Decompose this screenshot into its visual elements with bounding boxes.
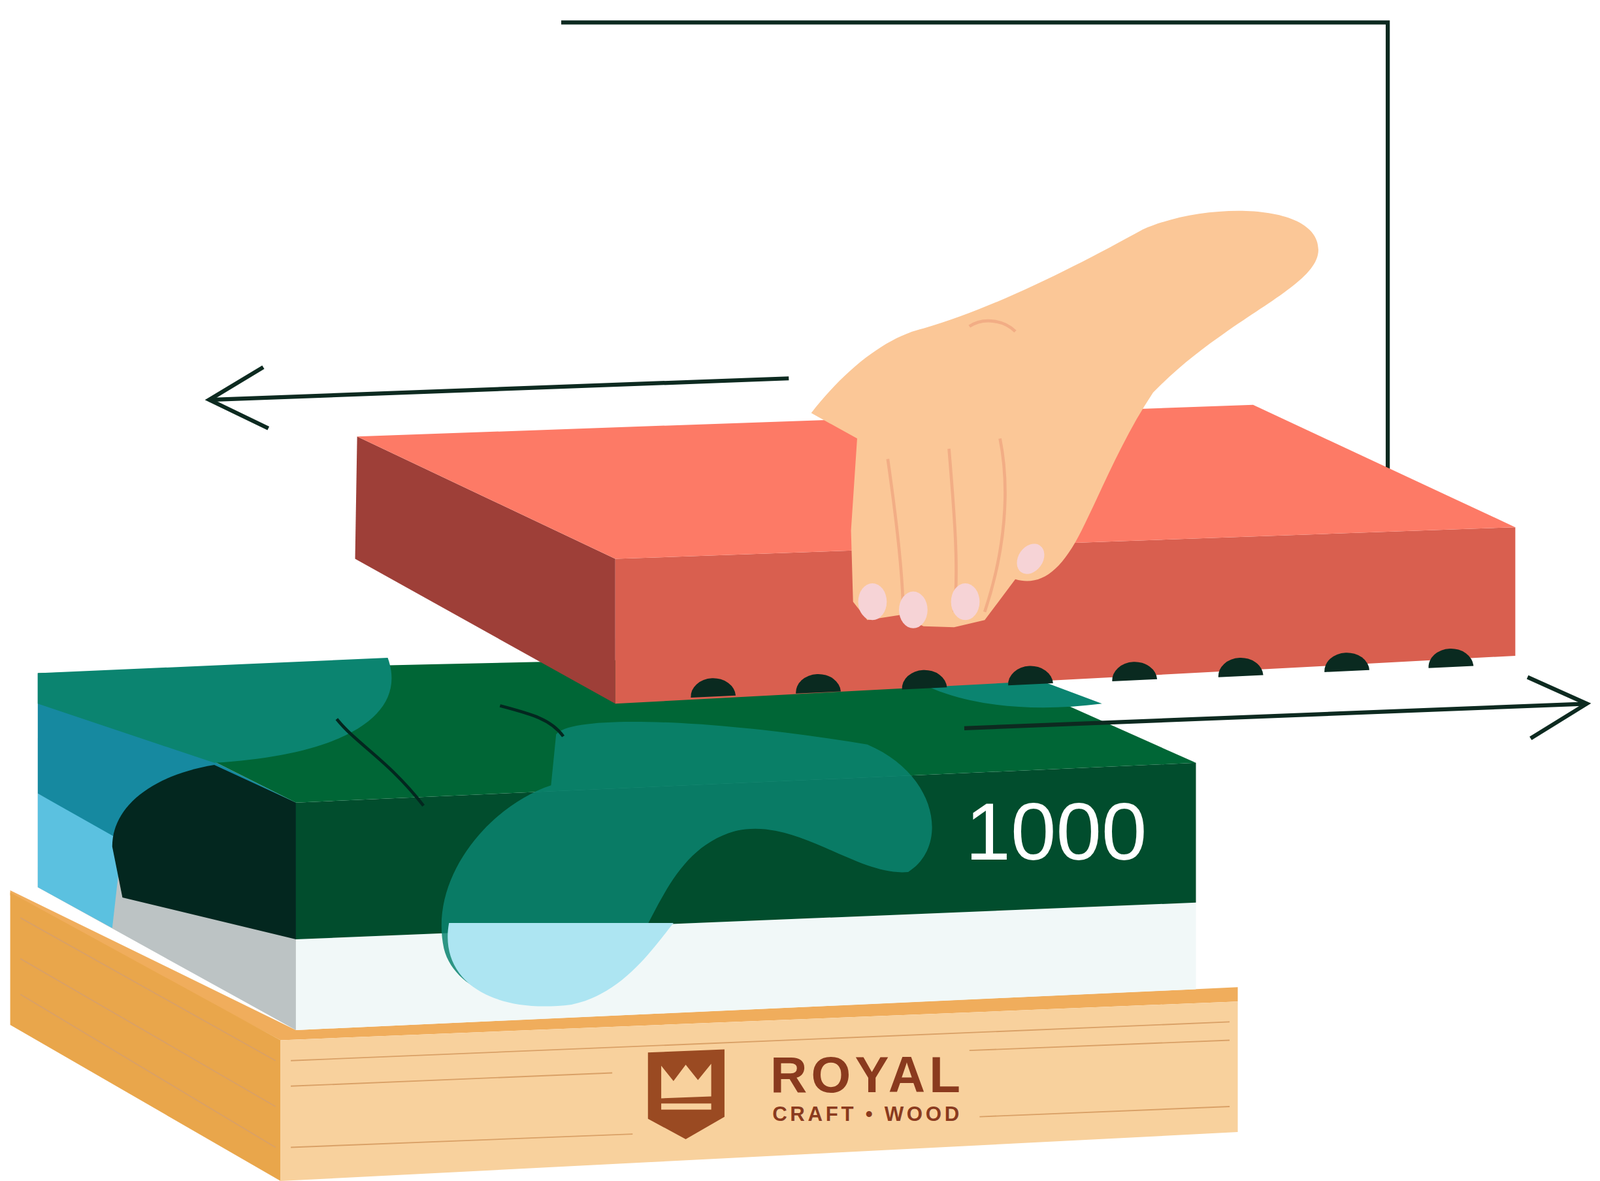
grain-line: [290, 1073, 613, 1087]
fingernail: [951, 583, 980, 621]
grain-line: [979, 1106, 1230, 1118]
groove: [1428, 648, 1474, 669]
brand-tagline: CRAFT • WOOD: [772, 1103, 963, 1126]
grain-line: [20, 994, 276, 1148]
base-front: [280, 1001, 1239, 1181]
groove: [1324, 652, 1370, 673]
brand-name: ROYAL: [770, 1047, 965, 1104]
arrow-head: [209, 367, 269, 429]
stone-crack: [336, 719, 424, 807]
logo-crown: [661, 1063, 712, 1099]
hand: [811, 211, 1319, 628]
logo-shield: [648, 1049, 725, 1140]
arrow-head: [1527, 677, 1587, 739]
groove: [795, 674, 841, 694]
motion-arrow: [964, 703, 1587, 728]
grain-line: [969, 1040, 1230, 1052]
groove: [690, 678, 736, 698]
stone-crack: [499, 705, 564, 737]
fingernail: [898, 591, 928, 629]
stone-blob: [37, 657, 392, 764]
groove: [1008, 666, 1054, 686]
groove: [902, 670, 948, 690]
stone-blob-light: [447, 923, 674, 1007]
logo-bar: [661, 1103, 712, 1110]
motion-arrow: [209, 378, 789, 400]
groove: [1111, 661, 1158, 682]
fingernail: [1011, 538, 1050, 579]
groove: [1218, 657, 1264, 678]
fingernail: [858, 583, 888, 621]
knuckle: [969, 320, 1016, 332]
stone-grooves: [690, 648, 1474, 698]
stone-side-shade: [112, 765, 296, 940]
finger-lines: [887, 438, 1006, 612]
brand-label: ROYALCRAFT • WOOD: [734, 1030, 1001, 1143]
stone-label: 1000: [923, 775, 1189, 888]
grain-line: [290, 1134, 633, 1148]
grit-number: 1000: [965, 786, 1148, 877]
grain-line: [290, 1021, 1230, 1061]
